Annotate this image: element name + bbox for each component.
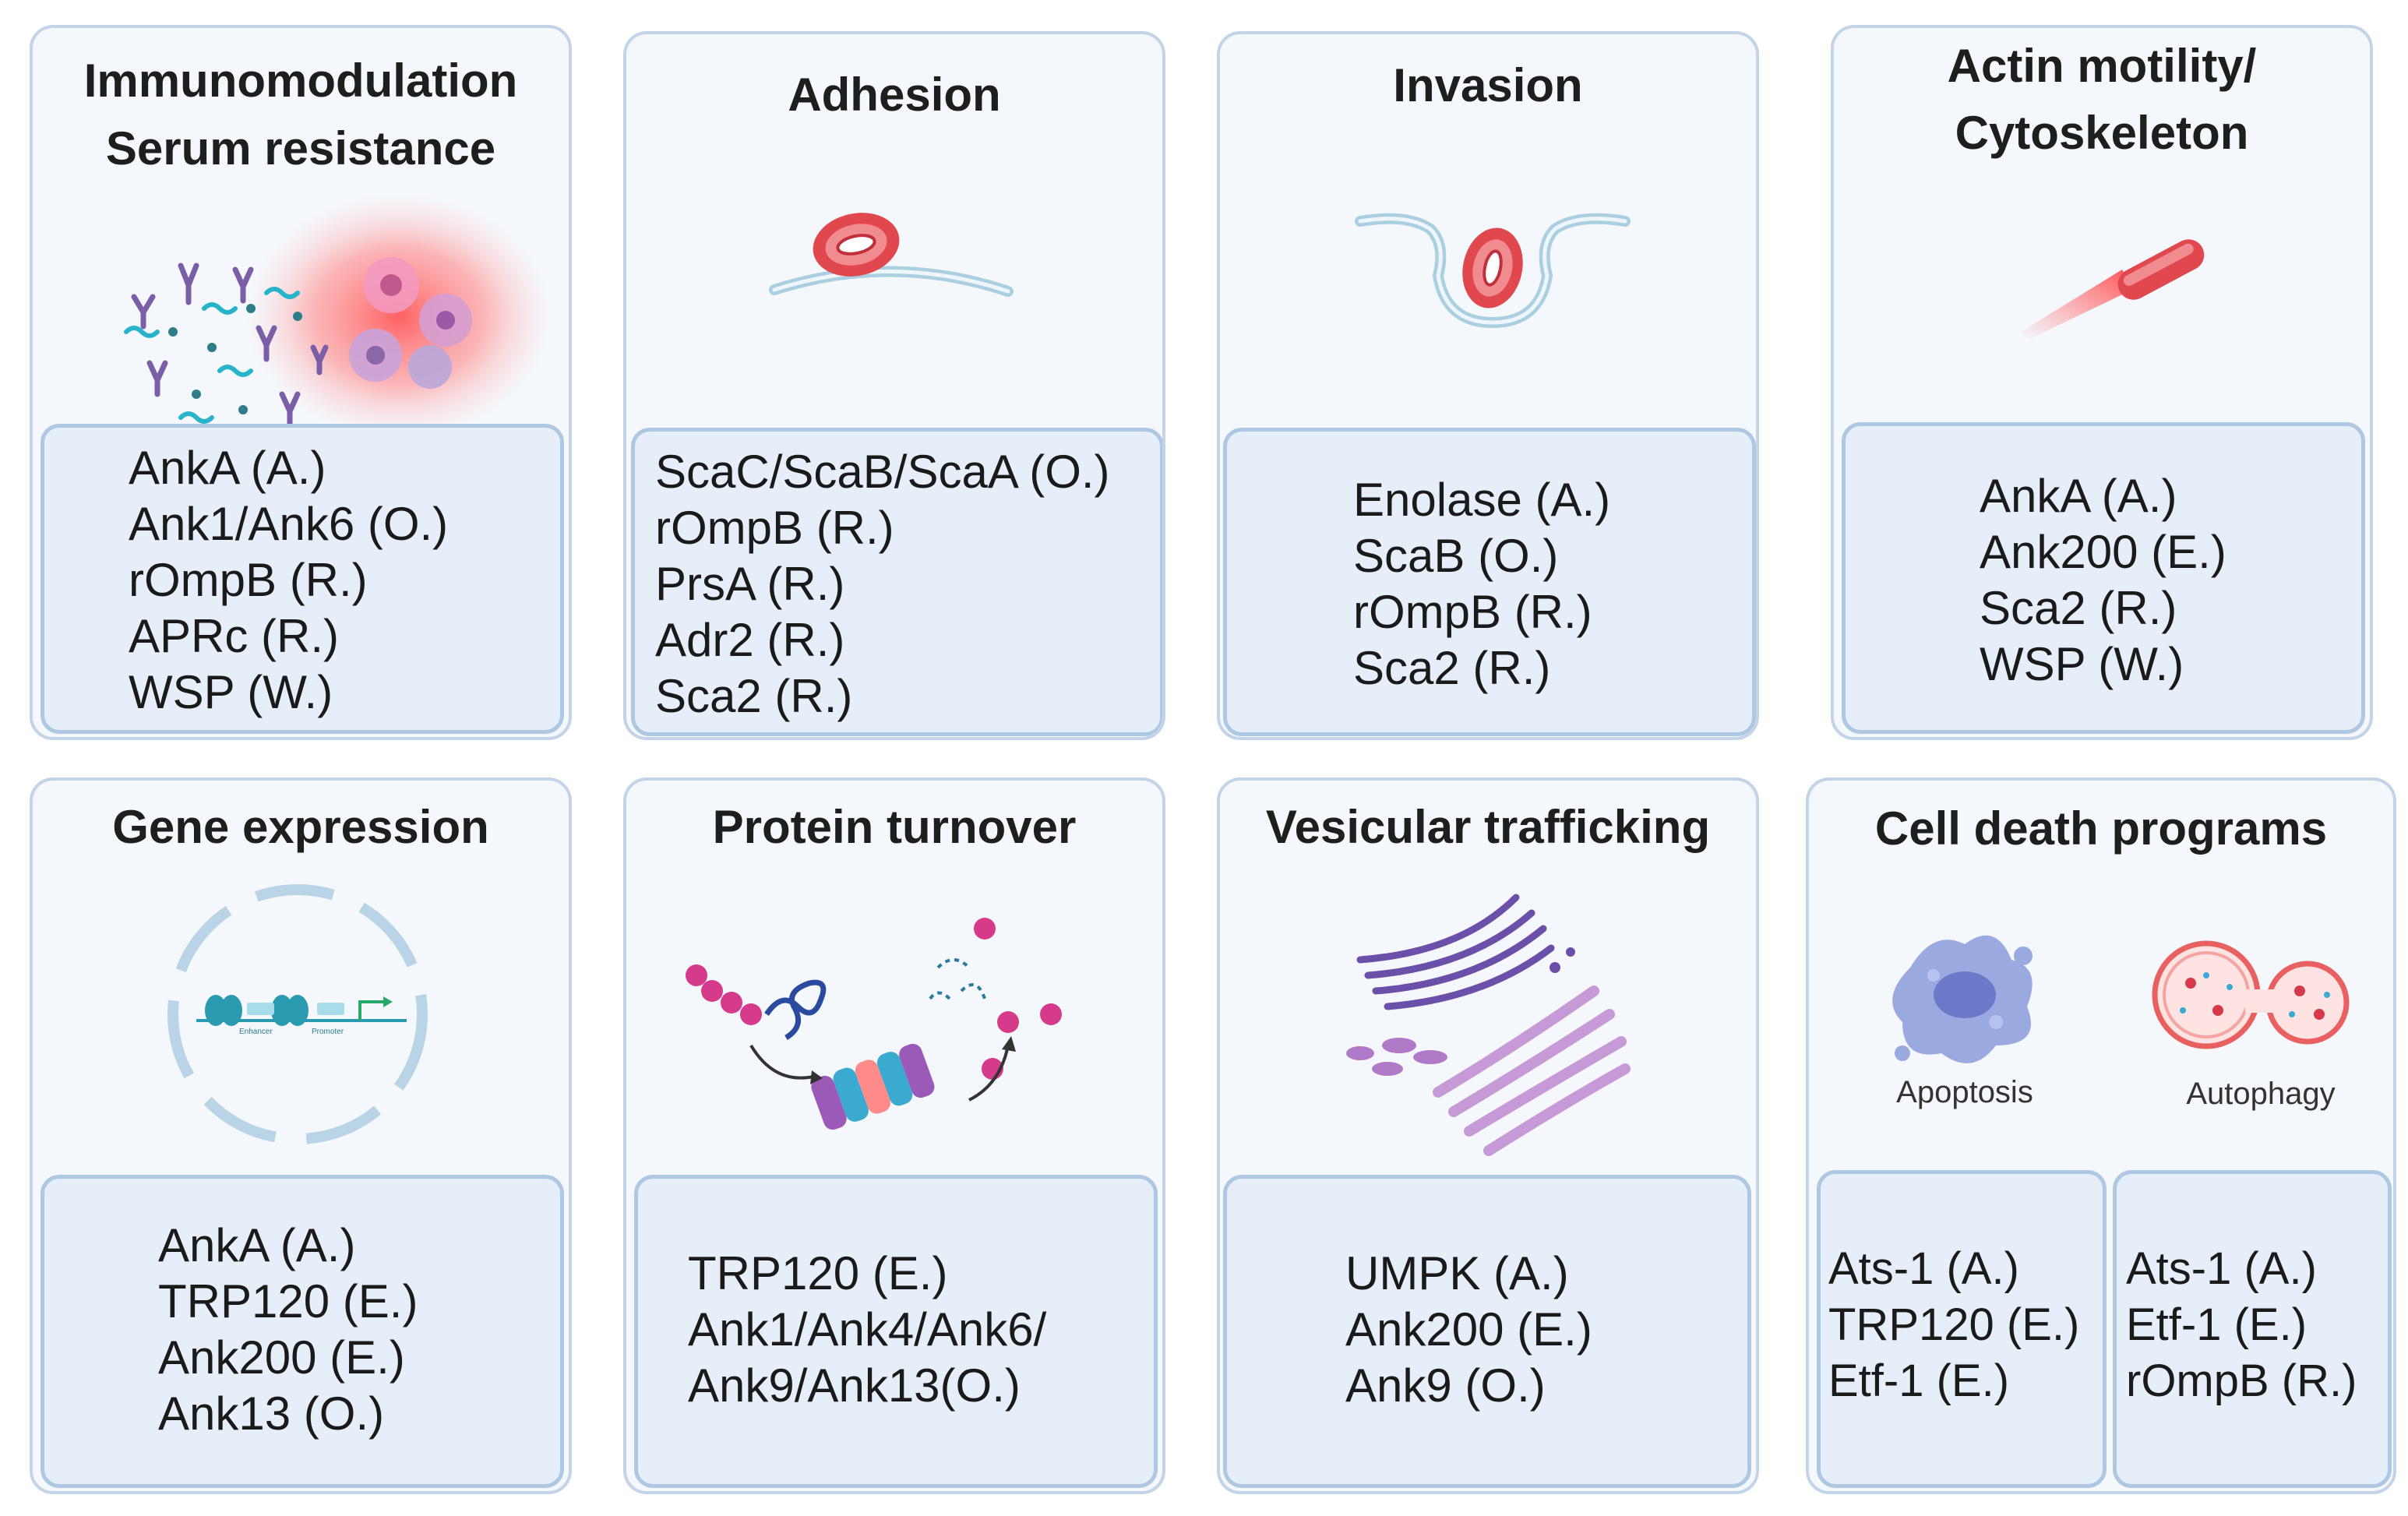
protein-list-box: AnkA (A.) Ank200 (E.) Sca2 (R.) WSP (W.) bbox=[1842, 422, 2365, 734]
bacterium-icon bbox=[767, 198, 1016, 315]
panel-adhesion: Adhesion ScaC/ScaB/ScaA (O.) rOmpB (R.) … bbox=[623, 31, 1165, 740]
panel-immunomodulation: Immunomodulation Serum resistance bbox=[30, 25, 572, 740]
list-item: Etf-1 (E.) bbox=[1828, 1356, 2010, 1406]
protein-list-box: ScaC/ScaB/ScaA (O.) rOmpB (R.) PrsA (R.)… bbox=[631, 428, 1162, 736]
list-item: Ank200 (E.) bbox=[1345, 1303, 1592, 1356]
panel-gene-expression: Gene expression Enhancer Promoter AnkA (… bbox=[30, 777, 572, 1494]
protein-list-box: AnkA (A.) Ank1/Ank6 (O.) rOmpB (R.) APRc… bbox=[41, 424, 564, 734]
title-line: Vesicular trafficking bbox=[1265, 801, 1711, 853]
title-line: Gene expression bbox=[112, 801, 489, 853]
list-item: rOmpB (R.) bbox=[655, 502, 894, 554]
list-item: Ank9/Ank13(O.) bbox=[688, 1359, 1021, 1412]
protein-list: UMPK (A.) Ank200 (E.) Ank9 (O.) bbox=[1345, 1246, 1592, 1414]
panel-cell-death: Cell death programs Apoptosis bbox=[1806, 777, 2396, 1494]
golgi-er-icon bbox=[1345, 890, 1641, 1170]
list-item: WSP (W.) bbox=[1980, 638, 2184, 690]
list-item: Sca2 (R.) bbox=[655, 670, 853, 722]
mini-label: Promoter bbox=[312, 1028, 344, 1036]
list-item: Sca2 (R.) bbox=[1980, 582, 2177, 634]
list-item: rOmpB (R.) bbox=[2126, 1356, 2357, 1406]
bacterium-icon bbox=[1352, 175, 1633, 346]
panel-invasion: Invasion Enolase (A.) ScaB (O.) rOmpB (R… bbox=[1217, 31, 1759, 740]
panel-title: Actin motility/ Cytoskeleton bbox=[1834, 33, 2370, 167]
list-item: Enolase (A.) bbox=[1353, 474, 1611, 526]
autophagy-label: Autophagy bbox=[2186, 1077, 2336, 1111]
panel-title: Protein turnover bbox=[626, 793, 1162, 861]
list-item: Etf-1 (E.) bbox=[2126, 1299, 2308, 1350]
protein-list: Enolase (A.) ScaB (O.) rOmpB (R.) Sca2 (… bbox=[1353, 472, 1610, 696]
title-line: Immunomodulation bbox=[83, 55, 518, 107]
protein-list: TRP120 (E.) Ank1/Ank4/Ank6/ Ank9/Ank13(O… bbox=[688, 1246, 1046, 1414]
protein-list-box: AnkA (A.) TRP120 (E.) Ank200 (E.) Ank13 … bbox=[41, 1175, 564, 1488]
title-line: Protein turnover bbox=[712, 801, 1077, 853]
protein-list-box: UMPK (A.) Ank200 (E.) Ank9 (O.) bbox=[1223, 1175, 1751, 1488]
list-item: rOmpB (R.) bbox=[1353, 586, 1592, 638]
protein-list: AnkA (A.) Ank200 (E.) Sca2 (R.) WSP (W.) bbox=[1980, 468, 2226, 693]
panel-actin-motility: Actin motility/ Cytoskeleton AnkA (A.) A… bbox=[1831, 25, 2373, 740]
panel-title: Invasion bbox=[1220, 51, 1756, 119]
protein-list: Ats-1 (A.) Etf-1 (E.) rOmpB (R.) bbox=[2126, 1241, 2357, 1409]
panel-title: Cell death programs bbox=[1809, 795, 2393, 862]
list-item: Ank1/Ank6 (O.) bbox=[129, 498, 449, 550]
list-item: Ank1/Ank4/Ank6/ bbox=[688, 1303, 1047, 1356]
list-item: PrsA (R.) bbox=[655, 558, 845, 610]
list-item: Ank200 (E.) bbox=[1980, 526, 2226, 578]
proteasome-icon bbox=[681, 905, 1117, 1139]
protein-list-box: TRP120 (E.) Ank1/Ank4/Ank6/ Ank9/Ank13(O… bbox=[634, 1175, 1158, 1488]
list-item: Ats-1 (A.) bbox=[1828, 1243, 2019, 1294]
autophagy-list-box: Ats-1 (A.) Etf-1 (E.) rOmpB (R.) bbox=[2113, 1170, 2392, 1488]
panel-vesicular-trafficking: Vesicular trafficking bbox=[1217, 777, 1759, 1494]
title-line: Adhesion bbox=[788, 69, 1001, 121]
list-item: Ank200 (E.) bbox=[158, 1331, 405, 1384]
panel-title: Vesicular trafficking bbox=[1220, 793, 1756, 861]
panel-title: Gene expression bbox=[33, 793, 569, 861]
list-item: AnkA (A.) bbox=[158, 1219, 356, 1271]
list-item: WSP (W.) bbox=[129, 666, 333, 718]
list-item: ScaC/ScaB/ScaA (O.) bbox=[655, 446, 1110, 498]
title-line: Serum resistance bbox=[105, 122, 496, 175]
panel-title: Immunomodulation Serum resistance bbox=[33, 47, 569, 182]
list-item: TRP120 (E.) bbox=[1828, 1299, 2080, 1350]
protein-list: AnkA (A.) Ank1/Ank6 (O.) rOmpB (R.) APRc… bbox=[129, 440, 448, 721]
protein-list: ScaC/ScaB/ScaA (O.) rOmpB (R.) PrsA (R.)… bbox=[655, 444, 1110, 725]
protein-list-box: Enolase (A.) ScaB (O.) rOmpB (R.) Sca2 (… bbox=[1223, 428, 1756, 736]
autophagosome-icon bbox=[2152, 936, 2370, 1061]
panel-protein-turnover: Protein turnover bbox=[623, 777, 1165, 1494]
list-item: UMPK (A.) bbox=[1345, 1247, 1569, 1299]
protein-list: Ats-1 (A.) TRP120 (E.) Etf-1 (E.) bbox=[1828, 1241, 2079, 1409]
list-item: APRc (R.) bbox=[129, 610, 339, 662]
list-item: Ats-1 (A.) bbox=[2126, 1243, 2317, 1294]
title-line: Actin motility/ bbox=[1947, 40, 2257, 92]
title-line: Invasion bbox=[1393, 59, 1583, 111]
list-item: Ank9 (O.) bbox=[1345, 1359, 1546, 1412]
list-item: TRP120 (E.) bbox=[158, 1275, 418, 1327]
protein-list: AnkA (A.) TRP120 (E.) Ank200 (E.) Ank13 … bbox=[158, 1218, 418, 1442]
list-item: Ank13 (O.) bbox=[158, 1387, 385, 1440]
list-item: Adr2 (R.) bbox=[655, 614, 845, 666]
title-line: Cell death programs bbox=[1874, 802, 2328, 855]
apoptosis-label: Apoptosis bbox=[1896, 1075, 2033, 1109]
antibody-cloud-icon bbox=[64, 192, 547, 441]
apoptotic-cell-icon bbox=[1879, 921, 2050, 1077]
title-line: Cytoskeleton bbox=[1955, 107, 2249, 159]
list-item: Sca2 (R.) bbox=[1353, 642, 1551, 694]
actin-tail-bacterium-icon bbox=[2005, 215, 2239, 355]
neutrophil-glow-icon bbox=[243, 192, 547, 441]
list-item: ScaB (O.) bbox=[1353, 530, 1559, 582]
list-item: AnkA (A.) bbox=[129, 442, 326, 494]
apoptosis-list-box: Ats-1 (A.) TRP120 (E.) Etf-1 (E.) bbox=[1817, 1170, 2107, 1488]
mini-label: Enhancer bbox=[239, 1028, 273, 1036]
list-item: TRP120 (E.) bbox=[688, 1247, 948, 1299]
panel-title: Adhesion bbox=[626, 61, 1162, 129]
list-item: AnkA (A.) bbox=[1980, 470, 2177, 522]
dna-circle-icon: Enhancer Promoter bbox=[157, 874, 438, 1155]
list-item: rOmpB (R.) bbox=[129, 554, 368, 606]
